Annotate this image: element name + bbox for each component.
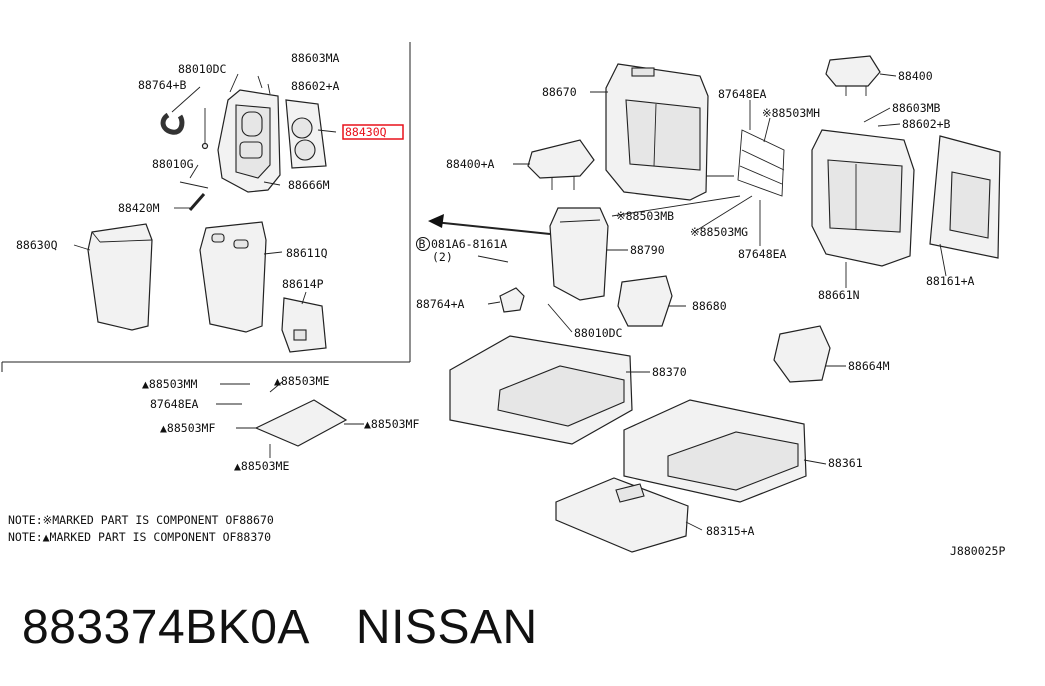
note-line-1: NOTE:※MARKED PART IS COMPONENT OF88670 (8, 513, 274, 527)
label-88503mh: ※88503MH (762, 106, 820, 120)
screw-parts (179, 75, 271, 211)
label-88503me-top: ▲88503ME (274, 374, 329, 388)
leader-lines-left (73, 73, 337, 305)
label-88764a: 88764+A (416, 297, 465, 311)
label-88664m: 88664M (848, 359, 890, 373)
headrest-88400[interactable] (825, 55, 881, 96)
footer-caption: 883374BK0A NISSAN (22, 600, 538, 655)
highlight-box-88430q (342, 124, 404, 140)
headrest-88400a[interactable] (527, 139, 595, 190)
cover-88664m[interactable] (773, 325, 831, 383)
label-87648ea-mid: 87648EA (738, 247, 787, 261)
label-88666m: 88666M (288, 178, 330, 192)
circled-letter-b: B (416, 237, 430, 251)
label-88010dc-b: 88010DC (574, 326, 623, 340)
label-88503mf-left: ▲88503MF (160, 421, 215, 435)
label-88503mm: ▲88503MM (142, 377, 197, 391)
label-88503mf-right: ▲88503MF (364, 417, 419, 431)
label-88010dc: 88010DC (178, 62, 227, 76)
part-number: 883374BK0A (22, 601, 310, 654)
label-88010g: 88010G (152, 157, 194, 171)
seat-cushion-88361[interactable] (623, 399, 807, 503)
label-081a6: 081A6-8161A (431, 237, 507, 251)
label-88420m: 88420M (118, 201, 160, 215)
hook-part[interactable] (160, 112, 185, 135)
circled-letter: B (419, 237, 426, 251)
label-87648ea-low: 87648EA (150, 397, 199, 411)
backboard-88161a[interactable] (929, 135, 1001, 259)
label-88630q: 88630Q (16, 238, 58, 252)
label-88503mb: ※88503MB (616, 209, 674, 223)
inset-frame-armrest (2, 42, 411, 363)
seat-cushion-88370[interactable] (449, 335, 633, 445)
label-88602a: 88602+A (291, 79, 340, 93)
wire-frame-88503 (706, 129, 785, 197)
label-88764b: 88764+B (138, 78, 187, 92)
armrest-cover-88630q[interactable] (87, 223, 153, 331)
bracket-88764a[interactable] (499, 287, 525, 313)
label-88603ma: 88603MA (291, 51, 340, 65)
label-88315a: 88315+A (706, 524, 755, 538)
seatback-88661n[interactable] (811, 129, 915, 267)
label-88430q: 88430Q (345, 125, 387, 139)
pad-88315a[interactable] (555, 477, 689, 553)
panel-88614p[interactable] (281, 297, 327, 353)
label-88680: 88680 (692, 299, 727, 313)
label-88790: 88790 (630, 243, 665, 257)
label-88614p: 88614P (282, 277, 324, 291)
cup-holder-part-88430q[interactable] (285, 99, 327, 169)
label-88161a: 88161+A (926, 274, 975, 288)
label-88503me-bot: ▲88503ME (234, 459, 289, 473)
armrest-frame-part[interactable] (217, 89, 281, 193)
label-88361: 88361 (828, 456, 863, 470)
label-88503mg: ※88503MG (690, 225, 748, 239)
armrest-88790[interactable] (549, 207, 609, 301)
arrow-to-inset (428, 214, 551, 235)
label-88370: 88370 (652, 365, 687, 379)
label-88611q: 88611Q (286, 246, 328, 260)
label-88400: 88400 (898, 69, 933, 83)
label-88400a: 88400+A (446, 157, 495, 171)
label-87648ea-top: 87648EA (718, 87, 767, 101)
armrest-cover-88611q[interactable] (199, 221, 267, 333)
label-88670: 88670 (542, 85, 577, 99)
brand-name: NISSAN (355, 601, 538, 654)
label-88661n: 88661N (818, 288, 860, 302)
label-081a6-qty: (2) (432, 250, 453, 264)
leader-lines-right (216, 73, 947, 531)
label-88603mb: 88603MB (892, 101, 941, 115)
mat-88503me[interactable] (254, 399, 348, 447)
note-line-2: NOTE:▲MARKED PART IS COMPONENT OF88370 (8, 530, 271, 544)
label-88602b: 88602+B (902, 117, 951, 131)
parts-diagram: B 88603MA 88010DC 88764+B 88602+A 88430Q… (1, 42, 1005, 558)
cover-88680[interactable] (617, 275, 673, 327)
diagram-code: J880025P (950, 544, 1005, 558)
seatback-88670[interactable] (605, 63, 709, 201)
